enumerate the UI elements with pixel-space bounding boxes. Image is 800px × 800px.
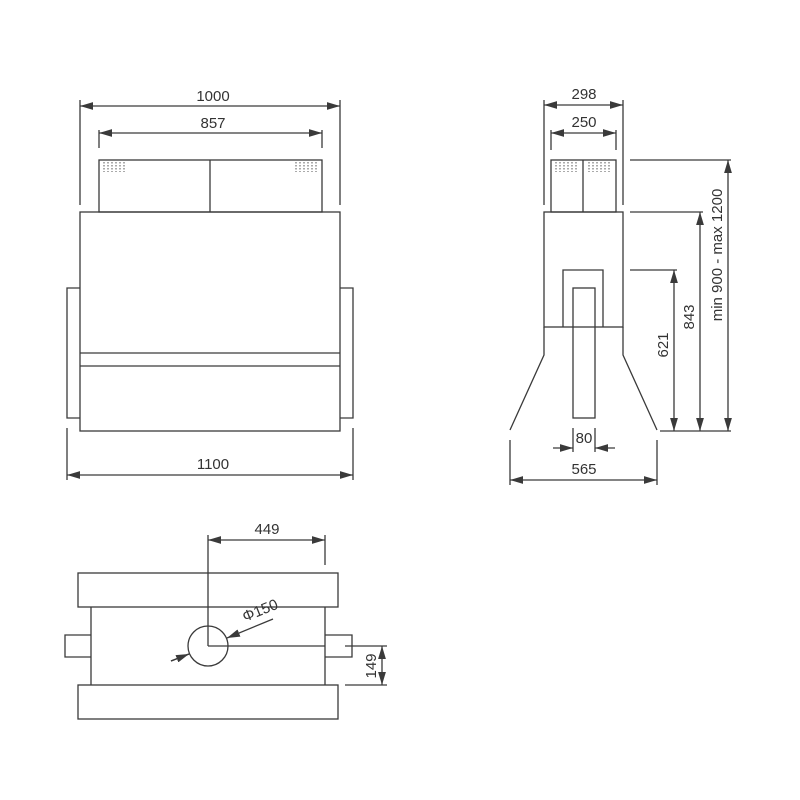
dim-449: 449 — [254, 521, 279, 538]
hood-body-side — [543, 211, 624, 328]
side-panel-right — [340, 287, 354, 419]
dim-565: 565 — [571, 461, 596, 478]
dim-width-1100: 1100 — [197, 456, 229, 473]
slot — [572, 287, 596, 419]
hood-body — [79, 211, 341, 432]
dim-250: 250 — [571, 114, 596, 131]
bottom-panel — [77, 684, 339, 720]
front-view: 1000 857 1100 — [66, 88, 354, 480]
dim-149: 149 — [363, 653, 380, 678]
dim-width-857: 857 — [200, 115, 225, 132]
dim-80: 80 — [576, 430, 593, 447]
dim-width-1000: 1000 — [196, 88, 229, 105]
dim-843: 843 — [681, 304, 698, 329]
dim-621: 621 — [655, 332, 672, 357]
plan-view: 449 Φ150 149 — [64, 521, 387, 720]
side-view: 298 250 80 565 621 843 min 900 - max 120… — [509, 86, 732, 485]
side-panel-left — [66, 287, 80, 419]
canopy — [509, 327, 658, 431]
dim-diameter-150: Φ150 — [240, 596, 281, 626]
dim-298: 298 — [571, 86, 596, 103]
dim-height-range: min 900 - max 1200 — [709, 189, 726, 322]
